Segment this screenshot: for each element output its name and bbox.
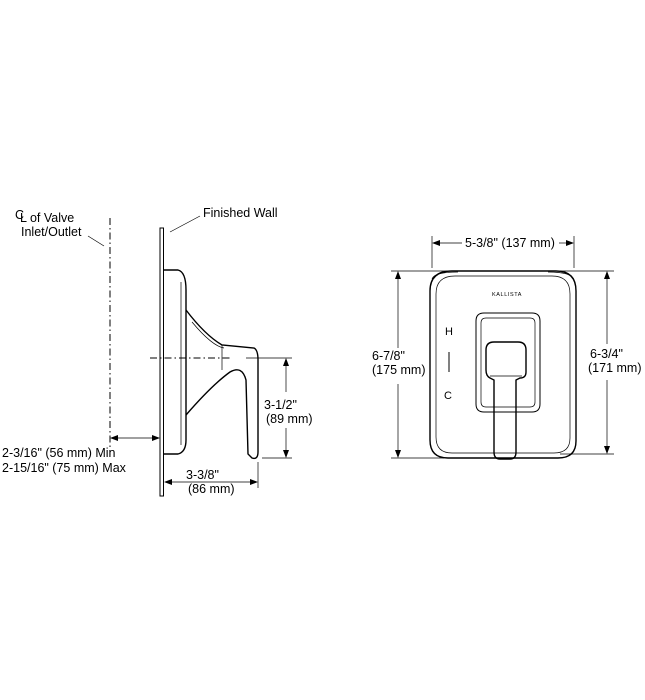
height-right-metric: (171 mm)	[588, 361, 641, 375]
side-view: C L of Valve Inlet/Outlet Finished Wall …	[2, 206, 313, 497]
lever-handle	[485, 341, 527, 460]
width-dimension: 5-3/8" (137 mm)	[465, 236, 555, 250]
cold-indicator: C	[444, 390, 452, 402]
hot-indicator: H	[445, 326, 453, 338]
rough-min: 2-3/16" (56 mm) Min	[2, 446, 116, 460]
height-left-metric: (175 mm)	[372, 363, 425, 377]
height-right-arrow-bottom	[604, 446, 610, 454]
finished-wall-leader	[169, 215, 201, 233]
escutcheon-profile	[163, 269, 187, 455]
handle-inset-inner	[480, 317, 536, 408]
centerline-leader	[87, 235, 105, 247]
trim-plate-inner	[435, 275, 571, 454]
height-right-arrow-top	[604, 271, 610, 279]
depth-metric: (86 mm)	[188, 482, 235, 496]
depth-arrow-right	[250, 479, 258, 485]
height-arrow-bottom	[283, 450, 289, 458]
width-arrow-right	[566, 240, 574, 246]
centerline-symbol: C	[15, 208, 24, 222]
brand-logo: KALLISTA	[492, 292, 522, 298]
width-arrow-left	[432, 240, 440, 246]
handle-lever-edge	[191, 321, 225, 370]
centerline-label-line2: Inlet/Outlet	[21, 225, 82, 239]
handle-body-profile	[185, 309, 259, 460]
front-view: KALLISTA H C 5-3/8" (137 mm) 6-7/8" (175…	[372, 236, 641, 460]
height-left-imperial: 6-7/8"	[372, 349, 405, 363]
height-left-arrow-top	[395, 271, 401, 279]
rough-arrow-right	[152, 435, 160, 441]
corner-highlight-left	[431, 271, 459, 280]
finished-wall-label: Finished Wall	[203, 206, 278, 220]
trim-plate-outline	[429, 270, 577, 459]
height-imperial: 3-1/2"	[264, 398, 297, 412]
finished-wall	[159, 227, 164, 497]
height-right-imperial: 6-3/4"	[590, 347, 623, 361]
height-metric: (89 mm)	[266, 412, 313, 426]
rough-max: 2-15/16" (75 mm) Max	[2, 461, 127, 475]
rough-arrow-left	[110, 435, 118, 441]
centerline-label-line1: L of Valve	[20, 211, 74, 225]
height-left-arrow-bottom	[395, 450, 401, 458]
handle-inset-frame	[475, 312, 541, 413]
height-arrow-top	[283, 358, 289, 366]
depth-arrow-left	[164, 479, 172, 485]
corner-highlight-right	[547, 271, 575, 281]
depth-imperial: 3-3/8"	[186, 468, 219, 482]
